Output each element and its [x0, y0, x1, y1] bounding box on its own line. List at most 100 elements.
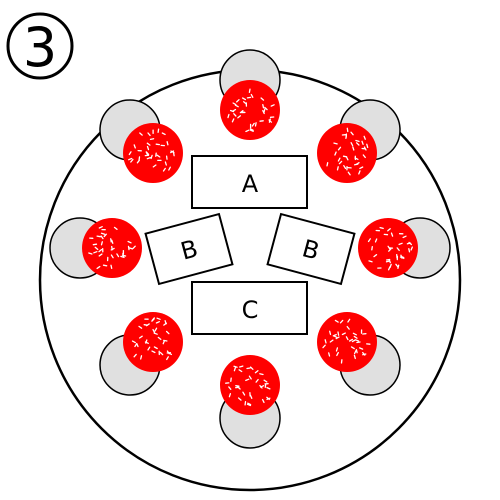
- speckle: [254, 370, 259, 374]
- speckle: [239, 110, 244, 114]
- speckle: [245, 129, 250, 133]
- speckle: [334, 151, 337, 156]
- speckle: [356, 341, 361, 344]
- speckle: [130, 158, 134, 163]
- box-c: C: [191, 281, 308, 335]
- speckle: [233, 367, 237, 372]
- speckle: [127, 245, 130, 251]
- red-disc-body: [123, 123, 183, 183]
- speckle: [136, 159, 140, 164]
- speckle: [121, 254, 127, 257]
- speckle: [366, 143, 369, 149]
- speckle: [347, 171, 351, 176]
- speckle: [246, 367, 251, 370]
- speckle: [243, 101, 247, 105]
- speckle: [100, 232, 106, 235]
- speckle: [352, 332, 357, 336]
- speckle: [358, 347, 364, 350]
- speckle: [163, 322, 168, 326]
- speckle: [337, 146, 342, 151]
- speckle: [157, 336, 162, 341]
- speckle: [246, 96, 252, 99]
- speckle: [246, 403, 252, 407]
- speckle: [110, 264, 113, 270]
- speckle: [111, 239, 114, 244]
- speckle: [98, 253, 103, 257]
- speckle: [259, 373, 264, 376]
- speckle: [147, 346, 151, 351]
- speckle: [128, 151, 132, 156]
- speckle: [227, 113, 230, 119]
- red-disc-bottom: [220, 355, 280, 415]
- speckle: [154, 327, 158, 332]
- speckle: [145, 151, 149, 156]
- speckle: [346, 127, 349, 133]
- red-disc-top: [220, 80, 280, 140]
- speckle: [110, 254, 114, 259]
- speckle: [354, 163, 359, 166]
- speckle: [329, 339, 334, 343]
- speckle: [167, 352, 173, 356]
- number-badge-label: 3: [23, 16, 57, 79]
- speckle: [235, 385, 240, 387]
- speckle: [337, 331, 340, 336]
- speckle: [368, 260, 373, 263]
- box-b-left-rect: [144, 212, 234, 286]
- speckle: [168, 166, 171, 171]
- speckle: [162, 340, 166, 345]
- speckle: [363, 135, 366, 140]
- box-c-rect: [191, 281, 308, 335]
- speckle: [329, 330, 332, 336]
- speckle: [242, 391, 246, 396]
- speckle: [326, 162, 329, 167]
- speckle: [336, 351, 339, 357]
- speckle: [162, 167, 166, 172]
- speckle: [110, 238, 112, 243]
- speckle: [350, 131, 354, 136]
- speckle: [346, 325, 350, 330]
- speckle: [328, 352, 331, 357]
- speckle: [387, 228, 391, 232]
- speckle: [355, 348, 358, 354]
- red-disc-upper-left: [123, 123, 183, 183]
- speckle: [147, 132, 151, 137]
- speckle: [343, 165, 347, 170]
- speckle: [250, 93, 254, 98]
- box-a-rect: [191, 155, 308, 209]
- speckle: [128, 157, 133, 161]
- speckle: [262, 103, 265, 109]
- speckle: [138, 335, 143, 339]
- speckle: [388, 248, 392, 252]
- speckle: [374, 238, 378, 243]
- speckle: [353, 335, 358, 339]
- speckle: [156, 317, 161, 320]
- speckle: [166, 356, 169, 361]
- speckle: [260, 385, 265, 388]
- speckle: [165, 330, 170, 335]
- speckle: [233, 113, 237, 117]
- speckle: [149, 138, 155, 141]
- speckle: [237, 386, 241, 390]
- speckle: [398, 242, 403, 246]
- speckle: [341, 332, 346, 336]
- speckle: [93, 251, 98, 254]
- speckle: [337, 157, 341, 162]
- speckle: [103, 233, 107, 238]
- speckle: [157, 128, 160, 133]
- speckle: [94, 246, 99, 251]
- box-b-right-label: B: [299, 234, 322, 265]
- speckle: [152, 164, 157, 168]
- speckle: [354, 157, 359, 160]
- speckle: [387, 245, 391, 250]
- speckle: [266, 386, 271, 390]
- red-disc-body: [358, 218, 418, 278]
- speckle: [166, 141, 169, 146]
- speckle: [358, 170, 361, 175]
- speckle: [390, 232, 394, 237]
- speckle: [345, 156, 349, 161]
- speckle: [363, 146, 367, 151]
- speckle: [245, 378, 250, 382]
- speckle: [347, 318, 351, 323]
- speckle: [351, 339, 356, 343]
- speckle: [249, 366, 254, 370]
